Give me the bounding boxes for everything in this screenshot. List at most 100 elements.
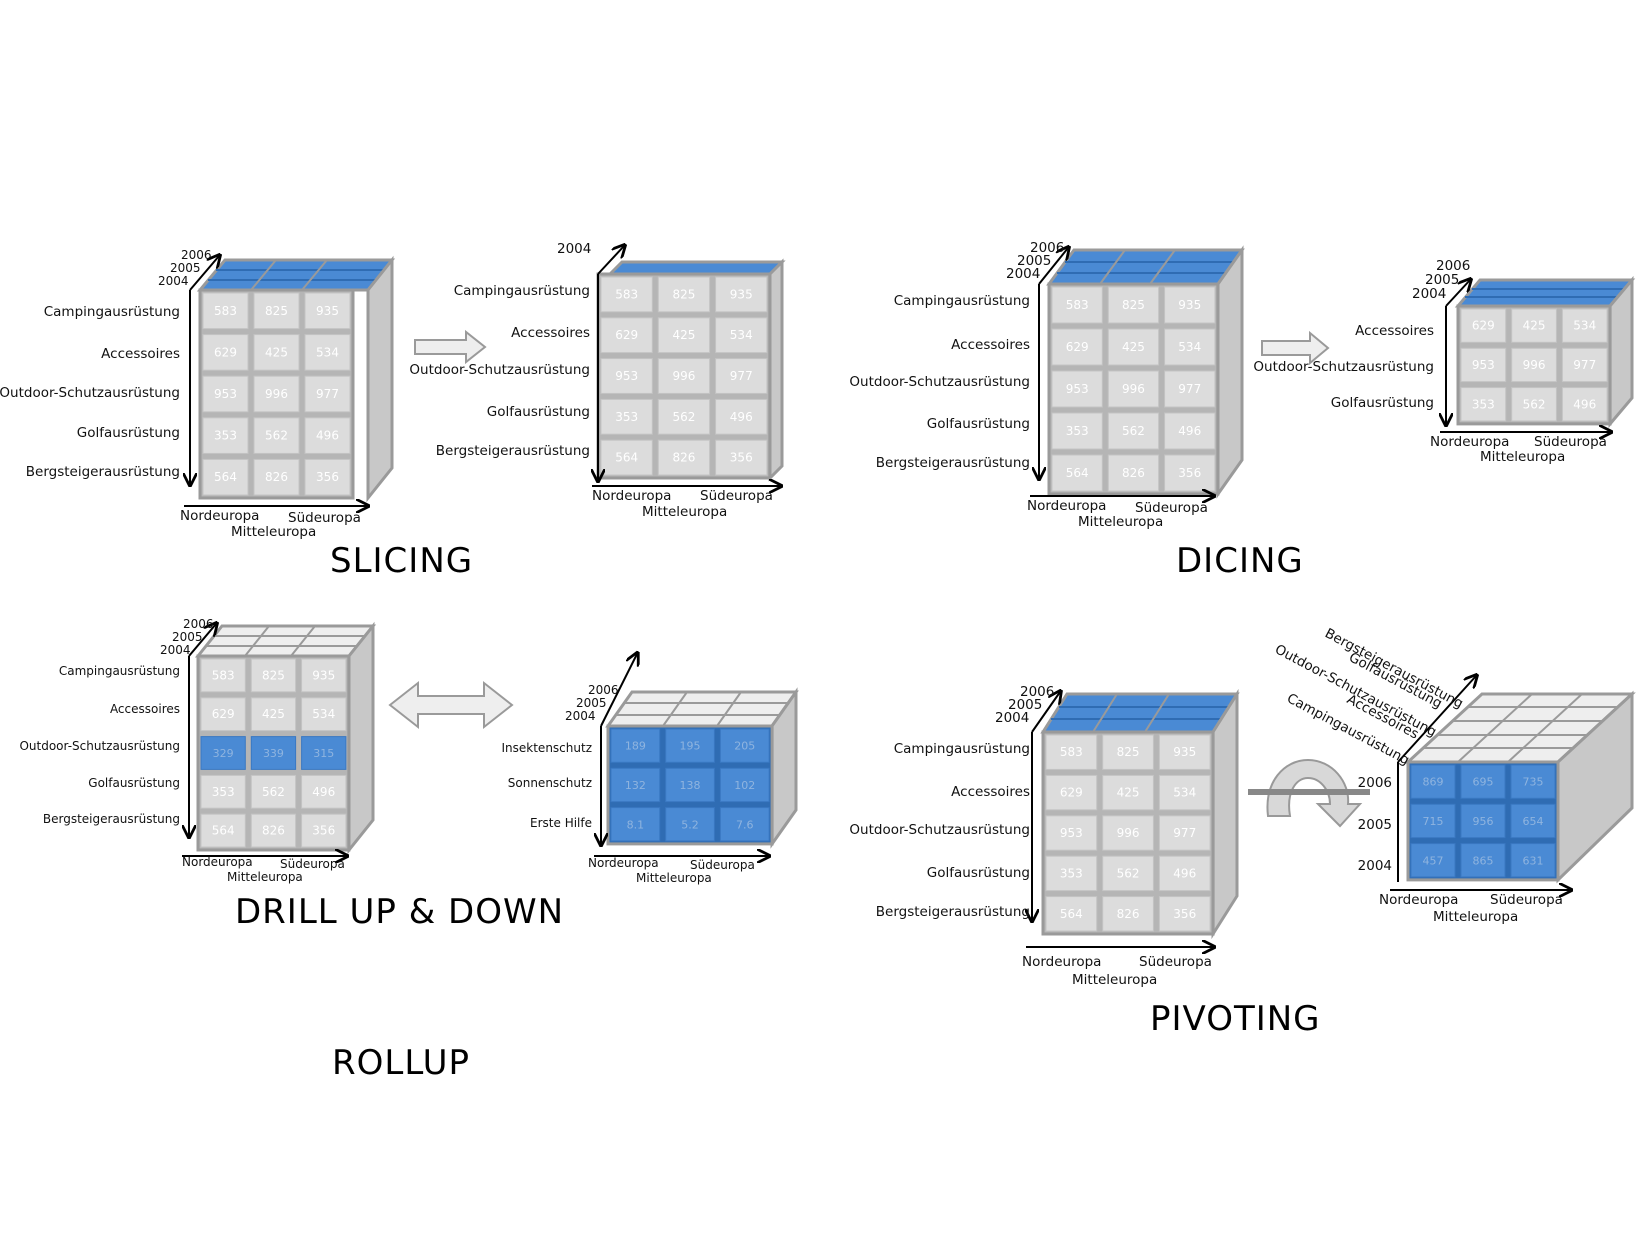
pivot-region-nordeuropa: Nordeuropa xyxy=(1022,954,1101,970)
cube-cell xyxy=(1164,286,1216,324)
cell-value: 195 xyxy=(680,740,701,753)
region-label-suedeuropa: Südeuropa xyxy=(288,510,361,526)
cell-value: 496 xyxy=(1173,866,1196,880)
category-label: Golfausrüstung xyxy=(927,416,1030,432)
cube-cell xyxy=(301,697,347,732)
cube-top xyxy=(196,258,396,292)
cube-cell xyxy=(253,375,300,413)
cube-cell xyxy=(202,458,249,496)
cell-value: 977 xyxy=(1573,358,1596,372)
cube-cell xyxy=(665,728,715,763)
pivot-year-2005: 2005 xyxy=(1008,697,1042,713)
category-label: Accessoires xyxy=(951,337,1030,353)
cube-cell xyxy=(657,439,711,476)
cell-value: 496 xyxy=(1573,397,1596,411)
drilled-year-2005: 2005 xyxy=(576,696,607,710)
cube-cell xyxy=(202,375,249,413)
cell-value: 825 xyxy=(1117,745,1140,759)
cube-cell xyxy=(1561,347,1608,383)
cube-cell xyxy=(1045,734,1098,770)
cube-cell xyxy=(1102,855,1154,892)
cell-value: 189 xyxy=(625,740,646,753)
cell-value: 534 xyxy=(1178,340,1201,354)
cell-value: 457 xyxy=(1423,854,1444,867)
category-label: Erste Hilfe xyxy=(530,816,592,830)
category-label: Accessoires xyxy=(951,784,1030,800)
cell-value: 562 xyxy=(1523,397,1546,411)
dicing-arrow xyxy=(1261,330,1330,366)
cell-value: 353 xyxy=(212,785,235,799)
cube-cell xyxy=(304,334,351,371)
cube-cell xyxy=(1460,764,1506,799)
diced-region-suedeuropa: Südeuropa xyxy=(1534,434,1607,450)
dice-region-mitteleuropa: Mitteleuropa xyxy=(1078,514,1163,530)
cube-cell xyxy=(657,358,711,394)
dice-top xyxy=(1046,248,1245,286)
category-label: Accessoires xyxy=(1355,323,1434,339)
pivoted-region-mitteleuropa: Mitteleuropa xyxy=(1433,909,1518,925)
cell-value: 629 xyxy=(214,345,237,359)
cell-value: 825 xyxy=(262,668,285,682)
dicing-result-axes xyxy=(1440,280,1610,432)
cell-value: 356 xyxy=(316,470,339,484)
drilled-region-mitteleuropa: Mitteleuropa xyxy=(636,871,712,885)
year-label-2004: 2004 xyxy=(158,274,189,288)
cube-cell xyxy=(253,292,300,330)
cube-cell xyxy=(600,439,653,476)
cube-cell xyxy=(200,697,246,732)
cell-value: 564 xyxy=(1060,907,1083,921)
drill-top xyxy=(194,624,377,658)
drilled-year-2006: 2006 xyxy=(588,683,619,697)
category-label: Outdoor-Schutzausrüstung xyxy=(1253,359,1434,375)
pivot-diagonal-label: Bergsteigerausrüstung xyxy=(1322,625,1466,712)
cell-value: 534 xyxy=(312,707,335,721)
cell-value: 356 xyxy=(730,451,753,465)
cube-cell xyxy=(250,813,297,848)
title-dicing: DICING xyxy=(1176,541,1304,581)
cell-value: 8.1 xyxy=(627,818,645,831)
cell-value: 5.2 xyxy=(681,818,699,831)
cell-value: 138 xyxy=(680,779,701,792)
category-label: Outdoor-Schutzausrüstung xyxy=(409,362,590,378)
cell-value: 564 xyxy=(212,824,235,838)
category-label: Golfausrüstung xyxy=(927,865,1030,881)
cell-value: 977 xyxy=(730,369,753,383)
cell-value: 132 xyxy=(625,779,646,792)
cube-cell xyxy=(202,292,249,330)
cube-cell xyxy=(1051,412,1103,450)
category-label: Campingausrüstung xyxy=(454,283,590,299)
drill-region-mitteleuropa: Mitteleuropa xyxy=(227,870,303,884)
cube-cell xyxy=(600,358,653,394)
cell-value: 329 xyxy=(213,747,234,760)
drill-year-2006: 2006 xyxy=(183,617,214,631)
cube-cell xyxy=(200,774,246,809)
diced-year-2006: 2006 xyxy=(1436,258,1470,274)
cell-value: 825 xyxy=(265,304,288,318)
cell-value: 629 xyxy=(1472,319,1495,333)
cube-cell xyxy=(1460,843,1506,878)
region-label-mitteleuropa: Mitteleuropa xyxy=(231,524,316,540)
cube-cell xyxy=(1164,370,1216,408)
pivot-result-axes xyxy=(1390,676,1570,890)
dice-side xyxy=(1216,245,1244,499)
drill-region-suedeuropa: Südeuropa xyxy=(280,857,345,871)
cube-cell xyxy=(250,774,297,809)
diced-top xyxy=(1454,278,1636,308)
cube-cell xyxy=(1511,387,1557,422)
cell-value: 825 xyxy=(1122,298,1145,312)
cube-cell xyxy=(1164,328,1216,366)
cell-value: 356 xyxy=(1173,907,1196,921)
drill-result-axes xyxy=(594,654,768,856)
cell-value: 935 xyxy=(730,287,753,301)
category-label: Bergsteigerausrüstung xyxy=(436,443,590,459)
cube-cell xyxy=(715,439,768,476)
cube-cell xyxy=(1045,815,1098,851)
